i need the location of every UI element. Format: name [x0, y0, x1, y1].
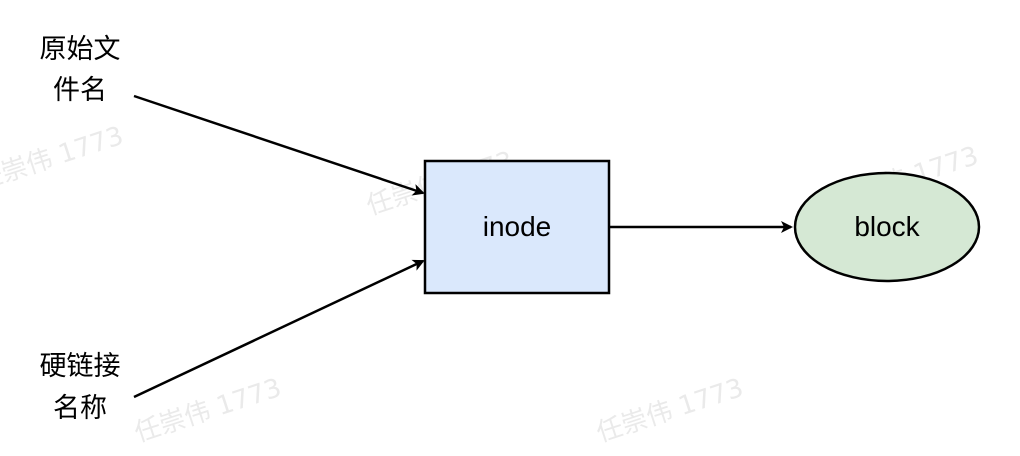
- watermark-text: 任崇伟 1773: [0, 121, 127, 197]
- label-hardlink-name: 硬链接 名称: [40, 351, 121, 424]
- watermark-text: 任崇伟 1773: [593, 373, 747, 449]
- inode-box: [423, 159, 611, 295]
- inode-label: inode: [483, 211, 552, 242]
- block-node: block: [793, 171, 981, 283]
- block-ellipse: [793, 171, 981, 283]
- block-label: block: [854, 211, 920, 242]
- label-original-filename: 原始文 件名: [40, 34, 121, 106]
- label-hardlink-name-line2: 名称: [53, 393, 107, 424]
- label-original-filename-line1: 原始文: [40, 34, 121, 65]
- arrow-hardlink-to-inode: [133, 259, 425, 399]
- inode-node: inode: [423, 159, 611, 295]
- arrow-original-to-inode: [133, 94, 425, 196]
- watermark-text: 任崇伟 1773: [131, 373, 285, 449]
- label-original-filename-line2: 件名: [53, 75, 107, 106]
- label-hardlink-name-line1: 硬链接: [40, 351, 121, 382]
